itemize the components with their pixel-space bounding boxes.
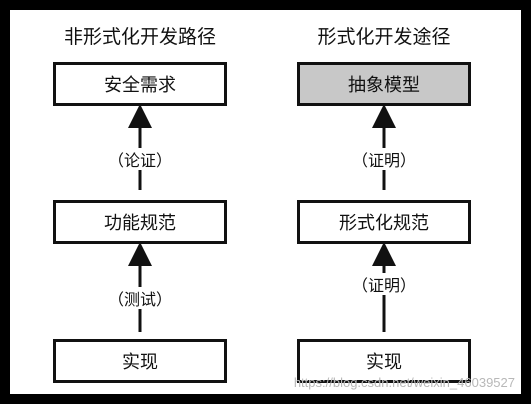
- left-lower-label: （测试）: [90, 287, 190, 309]
- right-column-title: 形式化开发途径: [317, 26, 451, 48]
- abstract-model-box: 抽象模型: [297, 62, 471, 106]
- right-lower-label: （证明）: [334, 273, 434, 295]
- diagram-panel: 非形式化开发路径 安全需求 （论证） 功能规范 （测试） 实现 形式化开发途径 …: [10, 10, 521, 394]
- left-column-title: 非形式化开发路径: [63, 26, 216, 48]
- left-implementation-box: 实现: [53, 339, 227, 383]
- functional-spec-box: 功能规范: [53, 200, 227, 244]
- watermark-text: https://blog.csdn.net/weixin_46039527: [293, 375, 515, 390]
- formal-spec-box: 形式化规范: [297, 200, 471, 244]
- security-requirements-box: 安全需求: [53, 62, 227, 106]
- left-upper-label: （论证）: [90, 148, 190, 170]
- right-upper-label: （证明）: [334, 148, 434, 170]
- right-implementation-box: 实现: [297, 339, 471, 383]
